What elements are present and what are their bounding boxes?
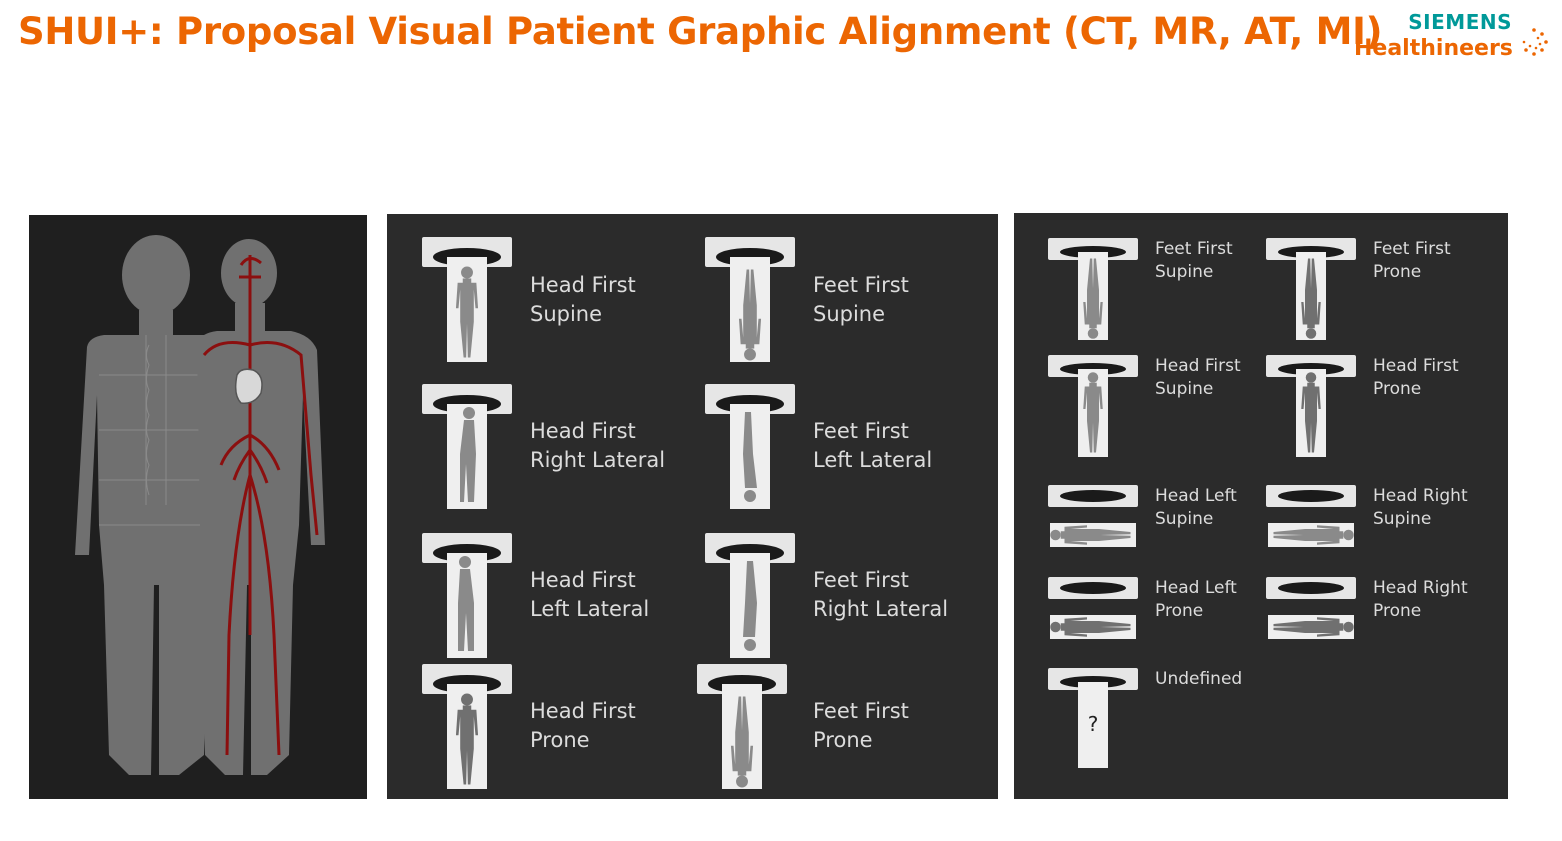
gantry-table-head-supine-icon [422,237,512,362]
anatomy-panel [29,215,367,799]
skeleton-figure [75,235,239,775]
gantry-table-head-prone-icon [422,664,512,789]
heart-icon [234,368,263,405]
logo-dots-icon [1522,28,1548,56]
gantry-head-left-prone-icon [1048,577,1138,639]
gantry-head-prone-icon [1266,355,1356,457]
vascular-figure [197,239,325,775]
blood-vessels [202,255,319,756]
undefined-question-icon: ? [1087,712,1099,736]
gantry-undefined-icon [1048,668,1138,768]
siemens-healthineers-logo: SIEMENS Healthineers [1352,10,1552,70]
logo-siemens-text: SIEMENS [1408,10,1512,34]
spine-outline [99,335,215,526]
gantry-table-feet-right-lateral-icon [705,533,795,658]
logo-healthineers-text: Healthineers [1354,36,1513,61]
anatomy-figures-image [75,235,325,775]
gantry-table-feet-prone-icon [697,664,787,789]
gantry-feet-supine-icon [1048,238,1138,340]
gantry-feet-prone-icon [1266,238,1356,340]
page-title: SHUI+: Proposal Visual Patient Graphic A… [18,10,1383,53]
gantry-table-feet-left-lateral-icon [705,384,795,509]
gantry-head-right-prone-icon [1266,577,1356,639]
gantry-head-right-supine-icon [1266,485,1356,547]
gantry-head-supine-icon [1048,355,1138,457]
label-proposal-undefined: Undefined [1155,669,1243,689]
gantry-table-head-right-lateral-icon [422,384,512,509]
gantry-head-left-supine-icon [1048,485,1138,547]
gantry-table-feet-supine-icon [705,237,795,362]
gantry-table-head-left-lateral-icon [422,533,512,658]
